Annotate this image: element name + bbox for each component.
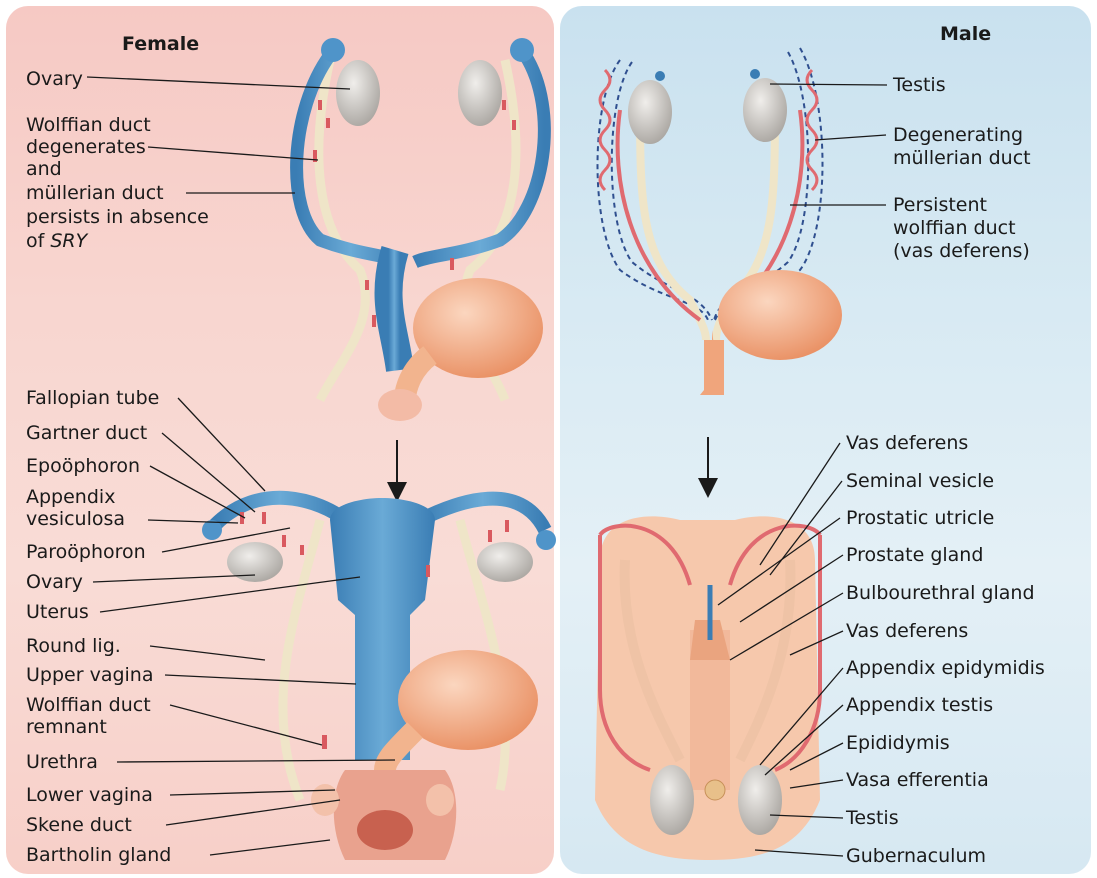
label-degenerating-1: Degenerating bbox=[893, 124, 1023, 146]
label-wolffian-3: and bbox=[26, 158, 62, 180]
label-epididymis: Epididymis bbox=[846, 732, 950, 754]
label-ovary-early: Ovary bbox=[26, 68, 83, 90]
label-persistent-2: wolffian duct bbox=[893, 217, 1016, 239]
label-mullerian-3: of SRY bbox=[26, 230, 87, 252]
label-epoophoron: Epoöphoron bbox=[26, 455, 140, 477]
label-seminal-vesicle: Seminal vesicle bbox=[846, 470, 994, 492]
label-urethra: Urethra bbox=[26, 751, 98, 773]
label-prostatic-utricle: Prostatic utricle bbox=[846, 507, 994, 529]
label-gubernaculum: Gubernaculum bbox=[846, 845, 986, 867]
female-title: Female bbox=[122, 33, 199, 55]
label-prostate-gland: Prostate gland bbox=[846, 544, 983, 566]
male-early-ducts bbox=[598, 48, 843, 395]
label-appendix-epididymis: Appendix epidymidis bbox=[846, 657, 1045, 679]
label-persistent-3: (vas deferens) bbox=[893, 240, 1030, 262]
label-skene-duct: Skene duct bbox=[26, 814, 132, 836]
label-appendix-1: Appendix bbox=[26, 486, 115, 508]
label-wolffian-1: Wolffian duct bbox=[26, 114, 151, 136]
label-wolffian-remnant-2: remnant bbox=[26, 716, 107, 738]
label-bartholin-gland: Bartholin gland bbox=[26, 844, 171, 866]
label-degenerating-2: müllerian duct bbox=[893, 147, 1031, 169]
label-wolffian-remnant-1: Wolffian duct bbox=[26, 694, 151, 716]
label-vasa-efferentia: Vasa efferentia bbox=[846, 769, 989, 791]
label-bulbourethral-gland: Bulbourethral gland bbox=[846, 582, 1035, 604]
label-fallopian-tube: Fallopian tube bbox=[26, 387, 159, 409]
male-adult-anatomy bbox=[595, 516, 820, 860]
label-paroophoron: Paroöphoron bbox=[26, 541, 146, 563]
label-mullerian-2: persists in absence bbox=[26, 206, 209, 228]
label-ovary-adult: Ovary bbox=[26, 571, 83, 593]
label-persistent-1: Persistent bbox=[893, 194, 987, 216]
label-round-lig: Round lig. bbox=[26, 635, 121, 657]
label-gartner-duct: Gartner duct bbox=[26, 422, 147, 444]
male-title: Male bbox=[940, 23, 991, 45]
label-appendix-testis: Appendix testis bbox=[846, 694, 993, 716]
label-testis-adult: Testis bbox=[846, 807, 899, 829]
label-vas-deferens-1: Vas deferens bbox=[846, 432, 968, 454]
label-vas-deferens-2: Vas deferens bbox=[846, 620, 968, 642]
label-testis-early: Testis bbox=[893, 74, 946, 96]
label-appendix-2: vesiculosa bbox=[26, 508, 125, 530]
label-mullerian-1: müllerian duct bbox=[26, 182, 164, 204]
label-upper-vagina: Upper vagina bbox=[26, 664, 153, 686]
female-early-ducts bbox=[297, 38, 545, 421]
label-lower-vagina: Lower vagina bbox=[26, 784, 153, 806]
label-wolffian-2: degenerates bbox=[26, 136, 146, 158]
label-uterus: Uterus bbox=[26, 601, 89, 623]
